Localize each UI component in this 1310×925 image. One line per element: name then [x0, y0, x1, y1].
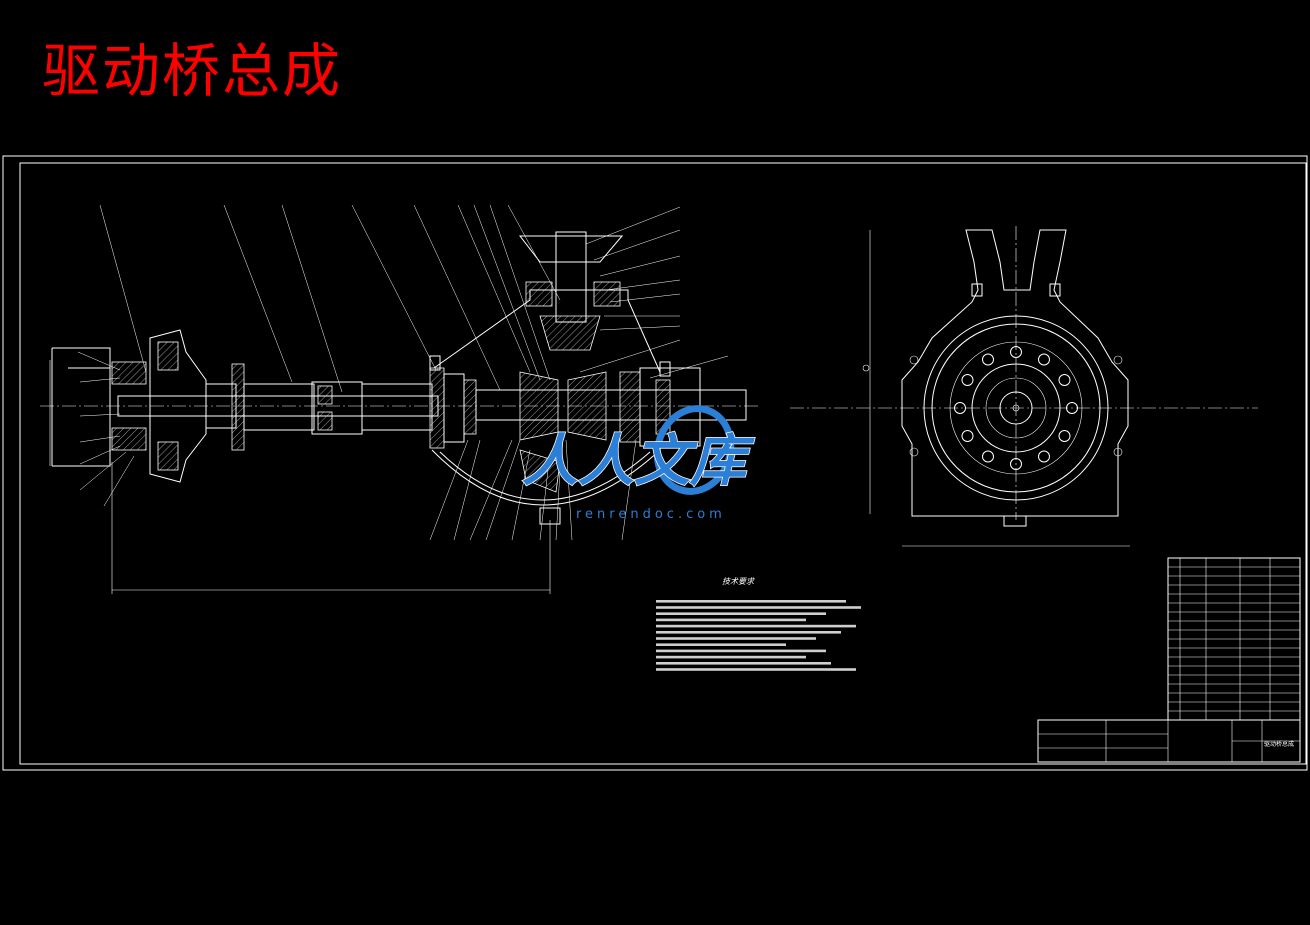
leader-lines: [77, 204, 729, 541]
tech-requirement-line: [656, 649, 826, 653]
title-block: 驱动桥总成: [1037, 719, 1301, 763]
technical-requirements: 技术要求: [656, 577, 861, 671]
bolt-hole: [1038, 353, 1050, 366]
bolt-hole: [1058, 430, 1071, 442]
bolt-hole: [1066, 402, 1078, 414]
watermark-url: renrendoc.com: [576, 507, 726, 522]
watermark-logo: 人人文库 renrendoc.com: [521, 405, 756, 522]
tech-requirement-line: [656, 655, 806, 659]
side-view: [790, 226, 1258, 547]
tech-requirement-line: [656, 643, 786, 646]
drawing-name-cell: 驱动桥总成: [1264, 740, 1294, 748]
tech-requirement-line: [656, 637, 816, 640]
tech-requirement-line: [656, 612, 826, 615]
bolt-hole: [1010, 346, 1022, 358]
tech-requirement-line: [656, 662, 831, 665]
tech-requirement-line: [656, 600, 846, 603]
bolt-hole: [982, 353, 994, 366]
tech-requirements-heading: 技术要求: [722, 577, 755, 586]
bolt-hole: [1010, 458, 1022, 470]
drawing-title: 驱动桥总成: [42, 37, 343, 105]
inner-border: [19, 162, 1307, 765]
bolt-hole: [961, 430, 974, 442]
tech-requirement-line: [656, 668, 856, 671]
tech-requirement-line: [656, 624, 856, 628]
tech-requirement-line: [656, 606, 861, 609]
parts-list: [1167, 557, 1301, 721]
tech-requirement-line: [656, 631, 841, 634]
bolt-hole: [982, 450, 994, 463]
outer-border: [2, 155, 1308, 771]
watermark-text: 人人文库: [522, 429, 755, 494]
bolt-hole: [1038, 450, 1050, 463]
bolt-hole: [961, 374, 974, 386]
bolt-hole: [1058, 374, 1071, 386]
bolt-hole: [954, 402, 966, 414]
section-view: [40, 231, 760, 594]
tech-requirement-line: [656, 618, 806, 622]
